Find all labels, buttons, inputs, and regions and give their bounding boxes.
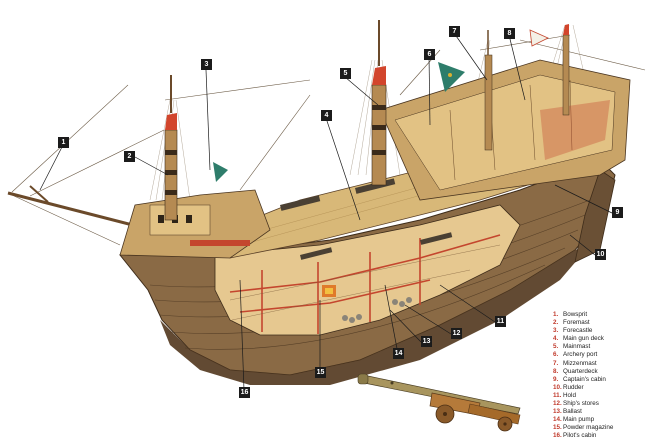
- rigging: [11, 34, 646, 246]
- legend-number: 12.: [553, 400, 562, 408]
- legend-number: 5.: [553, 343, 559, 351]
- legend-label: Ship's stores: [563, 400, 599, 408]
- legend-item: 1. Bowsprit: [553, 311, 649, 319]
- legend-number: 11.: [553, 391, 562, 399]
- callout-3: 3: [201, 59, 212, 70]
- legend-number: 13.: [553, 408, 562, 416]
- legend-item: 5. Mainmast: [553, 343, 649, 351]
- legend-label: Captain's cabin: [563, 375, 606, 383]
- callout-2: 2: [124, 151, 135, 162]
- callout-1: 1: [58, 137, 69, 148]
- legend-label: Pilot's cabin: [563, 432, 597, 440]
- legend-item: 2. Foremast: [553, 319, 649, 327]
- legend-label: Ballast: [563, 408, 582, 416]
- legend-label: Hold: [563, 391, 576, 399]
- legend-number: 10.: [553, 383, 562, 391]
- callout-9: 9: [612, 207, 623, 218]
- legend-number: 1.: [553, 311, 559, 318]
- mainmast: [371, 20, 387, 186]
- flag-green: [438, 62, 465, 92]
- cannon-inset: [357, 373, 521, 432]
- legend-number: 14.: [553, 416, 562, 424]
- legend-number: 4.: [553, 335, 559, 343]
- legend: 1. Bowsprit 2. Foremast 3. Forecastle 4. Mai…: [553, 311, 649, 441]
- callout-14: 14: [393, 348, 404, 359]
- legend-item: 10.Rudder: [553, 384, 649, 392]
- legend-number: 6.: [553, 351, 559, 359]
- callout-13: 13: [421, 336, 432, 347]
- legend-number: 2.: [553, 319, 559, 327]
- legend-number: 3.: [553, 327, 559, 335]
- legend-item: 11.Hold: [553, 392, 649, 400]
- legend-label: Main pump: [563, 416, 595, 424]
- legend-label: Mainmast: [563, 343, 591, 351]
- legend-item: 12.Ship's stores: [553, 400, 649, 408]
- callout-7: 7: [449, 26, 460, 37]
- callout-10: 10: [595, 249, 606, 260]
- callout-15: 15: [315, 367, 326, 378]
- bonaventure-mast: [562, 24, 570, 116]
- legend-item: 9. Captain's cabin: [553, 376, 649, 384]
- legend-label: Mizzenmast: [563, 359, 597, 367]
- leader-lines: [39, 32, 613, 391]
- callout-4: 4: [321, 110, 332, 121]
- callout-11: 11: [495, 316, 506, 327]
- rudder: [574, 169, 616, 263]
- legend-label: Foremast: [563, 319, 590, 327]
- legend-label: Archery port: [563, 351, 598, 359]
- foremast: [164, 75, 178, 221]
- legend-item: 3. Forecastle: [553, 327, 649, 335]
- legend-label: Bowsprit: [563, 311, 588, 318]
- callout-5: 5: [340, 68, 351, 79]
- flag-forecastle: [213, 162, 228, 182]
- legend-item: 14.Main pump: [553, 416, 649, 424]
- legend-item: 8. Quarterdeck: [553, 368, 649, 376]
- legend-item: 13.Ballast: [553, 408, 649, 416]
- legend-label: Forecastle: [563, 327, 593, 335]
- legend-item: 7. Mizzenmast: [553, 360, 649, 368]
- legend-item: 6. Archery port: [553, 351, 649, 359]
- legend-item: 15.Powder magazine: [553, 424, 649, 432]
- callout-12: 12: [451, 328, 462, 339]
- callout-16: 16: [239, 387, 250, 398]
- legend-number: 7.: [553, 359, 559, 367]
- callout-6: 6: [424, 49, 435, 60]
- legend-number: 8.: [553, 367, 559, 375]
- mizzenmast: [484, 30, 493, 151]
- callout-8: 8: [504, 28, 515, 39]
- legend-number: 15.: [553, 424, 562, 432]
- legend-item: 4. Main gun deck: [553, 335, 649, 343]
- pennant-stern: [529, 29, 549, 47]
- legend-label: Powder magazine: [563, 424, 614, 432]
- legend-label: Main gun deck: [563, 335, 604, 343]
- legend-label: Rudder: [563, 383, 584, 391]
- legend-label: Quarterdeck: [563, 367, 598, 375]
- legend-number: 9.: [553, 375, 559, 383]
